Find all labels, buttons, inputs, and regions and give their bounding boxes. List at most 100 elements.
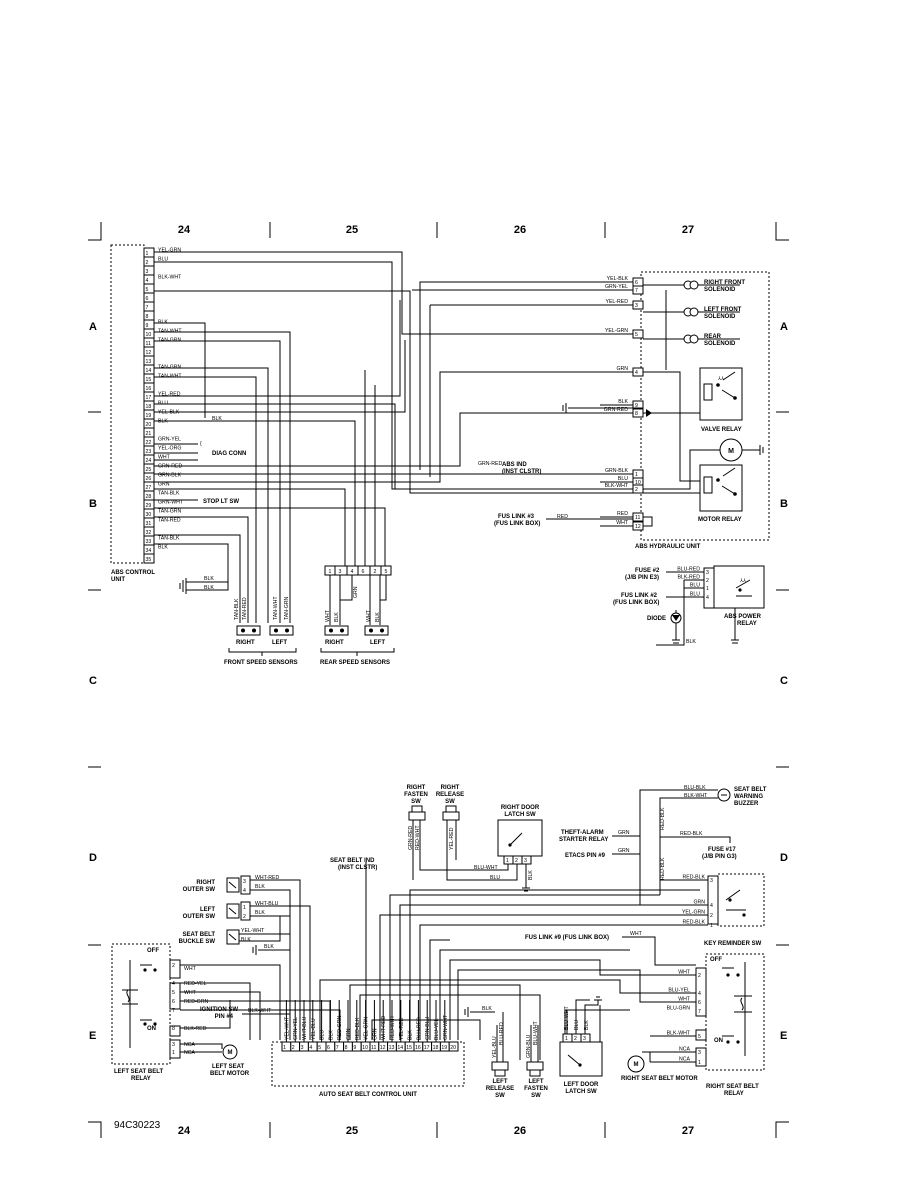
ctrl-pin-13: 13	[389, 1045, 395, 1051]
abs-wire-pin-34: BLK	[158, 545, 168, 551]
abs-blk-label: BLK	[212, 416, 222, 422]
right-relay-wire-3: NCA	[679, 1047, 690, 1053]
seat-belt-ind-label-2: (INST CLSTR)	[338, 865, 377, 871]
power-relay-pin-4: 4	[706, 595, 709, 601]
hyd-pin-4: 4	[635, 370, 638, 376]
buzzer-wire-blublk: BLU-BLK	[684, 785, 706, 791]
abs-pin-30: 30	[146, 512, 152, 518]
abs-pin-27: 27	[146, 485, 152, 491]
hyd-pin-8: 8	[635, 411, 638, 417]
outer-wire-blk-2: BLK	[255, 910, 265, 916]
ctrl-pin-4: 4	[309, 1045, 312, 1051]
motor-relay-label: MOTOR RELAY	[698, 517, 742, 523]
power-relay-wire-3: BLU-RED	[677, 567, 700, 573]
abs-control-unit-label-2: UNIT	[111, 577, 125, 583]
abs-wire-pin-24: WHT	[158, 455, 171, 461]
right-fasten-release: RIGHT FASTEN SW RIGHT RELEASE SW GRN-RED…	[404, 785, 470, 881]
ctrl-pin-16: 16	[415, 1045, 421, 1051]
ctrl-pin-7: 7	[336, 1045, 339, 1051]
fuse-2-label-2: (J/B PIN E3)	[625, 575, 659, 581]
hyd-wire-8: GRN-RED	[604, 407, 628, 413]
right-release-label-1: RIGHT	[441, 785, 460, 791]
buckle-wire-yelwht: YEL-WHT	[241, 928, 265, 934]
rear-right-sensor	[324, 625, 349, 636]
fus-link-9: FUS LINK #9 (FUS LINK BOX) WHT	[525, 931, 696, 966]
outer-pin-2: 2	[243, 914, 246, 920]
ignition-wire: BLK-WHT	[248, 1008, 272, 1014]
ldl-wire-2: BLU	[574, 1020, 580, 1030]
left-relay-pin-1: 1	[172, 1050, 175, 1056]
ctrl-pin-box	[448, 1041, 459, 1052]
abs-pin-14: 14	[146, 368, 152, 374]
rdl-pin-2: 2	[515, 858, 518, 864]
outer-wire-whtblu: WHT-BLU	[255, 901, 279, 907]
lrelay-wire-redyel: RED-YEL	[184, 981, 207, 987]
abs-control-unit: 1234567891011121314151617181920212223242…	[110, 244, 155, 583]
rdl-label-1: RIGHT DOOR	[501, 805, 540, 811]
outer-wire-whtred: WHT-RED	[255, 875, 279, 881]
key-reminder-wire-2: YEL-GRN	[682, 910, 705, 916]
rear-solenoid-label-2: SOLENOID	[704, 341, 736, 347]
hyd-wire-2: BLK-WHT	[605, 483, 629, 489]
etacs-label: ETACS PIN #9	[565, 853, 606, 859]
rdl-label-2: LATCH SW	[504, 812, 536, 818]
front-right-sensor	[236, 625, 261, 636]
key-reminder-pin-2: 2	[710, 913, 713, 919]
left-relay-pin-6: 6	[172, 999, 175, 1005]
abs-wire-pin-4: BLK-WHT	[158, 275, 182, 281]
svg-text:M: M	[634, 1062, 639, 1068]
abs-wire-pin-22: GRN-YEL	[158, 437, 181, 443]
fus-link-2-label-2: (FUS LINK BOX)	[613, 600, 659, 606]
abs-pin-34: 34	[146, 548, 152, 554]
row-label-c-left: C	[89, 675, 97, 687]
ctrl-pin-19: 19	[441, 1045, 447, 1051]
right-release-label-3: SW	[445, 799, 455, 805]
abs-wire-pin-23: YEL-ORG	[158, 446, 181, 452]
ldl-label-2: LATCH SW	[565, 1089, 597, 1095]
vertical-redblk-2: RED-BLK	[660, 857, 666, 880]
abs-pin-22: 22	[146, 440, 152, 446]
ctrl-pin-11: 11	[371, 1045, 376, 1051]
power-relay-label-2: RELAY	[737, 621, 757, 627]
left-fasten-label-1: LEFT	[529, 1079, 544, 1085]
column-label-27-top: 27	[682, 224, 694, 236]
key-reminder-wire-4: GRN	[693, 900, 705, 906]
right-relay-wire-5: BLK-WHT	[667, 1031, 691, 1037]
left-relay-label-2: RELAY	[131, 1076, 151, 1082]
front-sensors-label: FRONT SPEED SENSORS	[224, 660, 298, 666]
theft-alarm-label-2: STARTER RELAY	[559, 837, 608, 843]
rear-solenoid-label-1: REAR	[704, 334, 722, 340]
key-reminder-wire-3: RED-BLK	[683, 875, 706, 881]
ldl-wire-3: BLK	[584, 1020, 590, 1030]
fus-link-9-label: FUS LINK #9 (FUS LINK BOX)	[525, 935, 609, 941]
fuse-2-label-1: FUSE #2	[635, 568, 660, 574]
buzzer-label-2: WARNING	[734, 794, 763, 800]
row-label-e-left: E	[89, 1030, 96, 1042]
front-wire-1: TAN-BLK	[234, 598, 240, 620]
power-relay-pin-3: 3	[706, 570, 709, 576]
ldl-pin-3: 3	[583, 1036, 586, 1042]
hyd-pin-9: 9	[635, 403, 638, 409]
abs-pin-6: 6	[146, 296, 149, 302]
row-label-d-left: D	[89, 852, 97, 864]
ctrl-wire-18: BLU-YEL	[434, 1018, 440, 1040]
rear-wire-1: WHT	[325, 609, 331, 622]
right-relay-pin-6: 6	[698, 1000, 701, 1006]
right-relay-pin-1: 1	[698, 1060, 701, 1066]
left-fasten-label-2: FASTEN	[524, 1086, 548, 1092]
rdl-wire-2: BLU	[490, 875, 500, 881]
column-label-25-bottom: 25	[346, 1125, 358, 1137]
left-relay-pin-7: 7	[172, 1008, 175, 1014]
abs-wires	[154, 251, 633, 623]
ctrl-pin-5: 5	[318, 1045, 321, 1051]
ctrl-wire-17: GRN-BLU	[425, 1016, 431, 1040]
rf-solenoid-label-2: SOLENOID	[704, 287, 736, 293]
abs-wire-pin-29: GRN-WHT	[158, 500, 184, 506]
abs-pin-4: 4	[146, 278, 149, 284]
abs-pin-9: 9	[146, 323, 149, 329]
ctrl-pin-14: 14	[397, 1045, 403, 1051]
